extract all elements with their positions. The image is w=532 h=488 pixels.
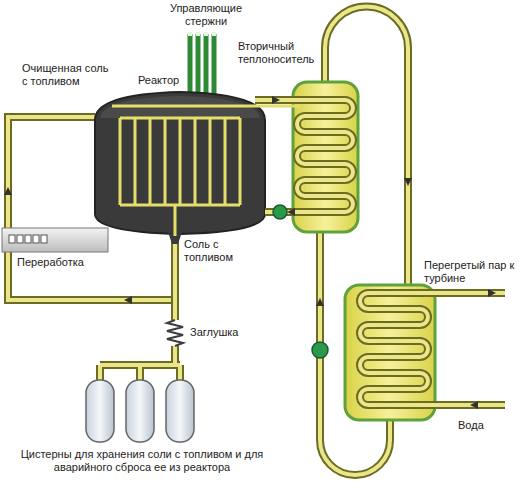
coolant-label: Вторичный теплоноситель — [238, 40, 320, 66]
reactor-label: Реактор — [138, 74, 190, 87]
water-label: Вода — [458, 419, 498, 432]
reprocessing-label: Переработка — [17, 256, 101, 269]
clean-salt-label: Очищенная соль с топливом — [22, 62, 114, 88]
plug-label: Заглушка — [190, 326, 260, 339]
steam-label: Перегретый пар к турбине — [424, 259, 528, 285]
control-rods-label: Управляющие стержни — [150, 2, 262, 28]
fuel-salt-label: Соль с топливом — [184, 238, 254, 264]
tanks-caption: Цистерны для хранения соли с топливом и … — [12, 448, 272, 474]
